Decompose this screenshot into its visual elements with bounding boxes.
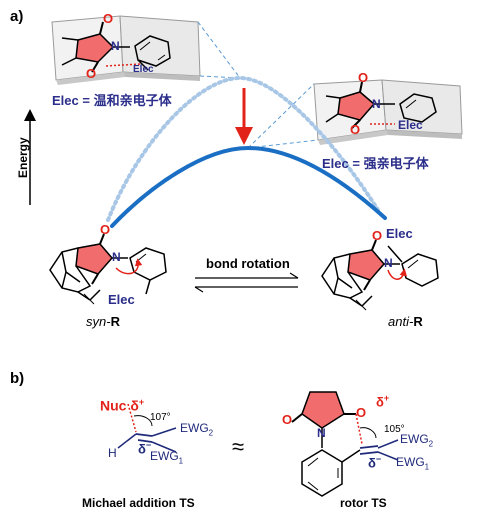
syn-ts-elec-label: Elec	[133, 64, 154, 75]
anti-r-label-dash: -	[408, 314, 414, 329]
panel-a-label: a)	[10, 8, 24, 25]
rotor-ts-structure	[291, 391, 399, 497]
syn-r-label: syn-R	[86, 314, 120, 329]
anti-ts-atom-o-top: O	[358, 70, 369, 85]
rotor-delta-minus-text: δ	[368, 455, 376, 471]
rotor-ewg1-text: EWG	[396, 455, 425, 469]
rotor-ewg2-label: EWG2	[400, 432, 433, 448]
weak-electrophile-barrier	[106, 75, 380, 222]
rotor-ewg2-text: EWG	[400, 432, 429, 446]
syn-ts-succinimide-ring	[75, 33, 115, 63]
anti-r-elec-label: Elec	[386, 226, 413, 241]
rotor-delta-plus-text: δ	[376, 394, 384, 410]
michael-angle-label: 107°	[150, 412, 171, 423]
michael-ewg2-sub: 2	[208, 428, 214, 438]
rotor-angle-label: 105°	[384, 424, 405, 435]
weak-caption-eq: =	[82, 93, 90, 108]
michael-delta-plus-sup: +	[138, 397, 145, 407]
michael-ewg2-label: EWG2	[180, 421, 213, 437]
anti-ts-elec-label: Elec	[398, 118, 423, 132]
strong-caption-text: 强亲电子体	[363, 156, 429, 171]
anti-r-molecule	[321, 239, 439, 311]
michael-h-label: H	[108, 446, 117, 460]
michael-delta-plus: δ	[130, 397, 139, 414]
anti-r-label: anti-R	[388, 314, 423, 329]
michael-ewg1-sub: 1	[178, 456, 184, 466]
syn-r-label-italic: syn	[86, 314, 107, 329]
strong-caption-eq: =	[352, 156, 360, 171]
equilibrium-arrows	[194, 272, 299, 293]
panel-b-graphics	[117, 391, 399, 497]
rotor-delta-plus-sup: +	[383, 393, 390, 403]
michael-delta-minus-sup: −	[145, 440, 152, 450]
anti-r-label-bold: R	[413, 314, 423, 329]
panel-b-label: b)	[10, 370, 25, 387]
michael-nuc-text: Nuc	[100, 397, 127, 414]
syn-r-label-dash: -	[106, 314, 111, 329]
syn-ts-atom-o-top: O	[103, 11, 114, 26]
syn-ts-atom-o-left: O	[86, 66, 97, 81]
energy-axis-label: Energy	[16, 137, 30, 178]
anti-r-atom-o: O	[372, 228, 383, 243]
rotor-caption: rotor TS	[340, 496, 387, 510]
syn-r-molecule	[49, 233, 167, 305]
syn-ts-atom-n: N	[111, 39, 120, 53]
rotor-delta-plus: δ+	[376, 393, 389, 409]
anti-ts-atom-n: N	[372, 97, 381, 111]
michael-ewg2-text: EWG	[180, 421, 209, 435]
syn-r-atom-o: O	[100, 222, 111, 237]
anti-ts-box	[313, 79, 463, 145]
michael-delta-minus: δ−	[138, 440, 151, 456]
rotor-delta-minus-sup: −	[375, 454, 382, 464]
rotor-atom-o-right: O	[356, 405, 367, 420]
anti-r-label-italic: anti	[388, 314, 409, 329]
syn-r-atom-n: N	[112, 250, 121, 264]
michael-ewg1-label: EWG1	[150, 449, 183, 465]
anti-r-atom-n: N	[384, 256, 393, 270]
bond-rotation-label: bond rotation	[206, 256, 290, 271]
strong-caption-prefix: Elec	[322, 156, 349, 171]
syn-r-label-bold: R	[110, 314, 120, 329]
anti-ts-phenyl-ring	[399, 93, 437, 123]
weak-electrophile-caption: Elec = 温和亲电子体	[52, 90, 172, 109]
weak-caption-prefix: Elec	[52, 93, 79, 108]
rotor-ewg2-sub: 2	[428, 439, 434, 449]
syn-r-elec-label: Elec	[108, 292, 135, 307]
panel-a-graphics	[24, 15, 463, 311]
guide-lines	[197, 21, 319, 149]
michael-delta-minus-text: δ	[138, 441, 146, 457]
rotor-atom-o-left: O	[282, 412, 293, 427]
michael-nuc-label: Nuc δ+	[100, 397, 144, 414]
syn-ts-box	[51, 15, 201, 85]
michael-ts-structure	[117, 403, 177, 453]
michael-ewg1-text: EWG	[150, 449, 179, 463]
rotor-delta-minus: δ−	[368, 454, 381, 470]
rotor-atom-n: N	[317, 426, 326, 440]
strong-electrophile-caption: Elec = 强亲电子体	[322, 153, 429, 172]
anti-ts-succinimide-ring	[337, 91, 376, 121]
michael-caption: Michael addition TS	[82, 496, 195, 510]
rotor-ewg1-label: EWG1	[396, 455, 429, 471]
rotor-ewg1-sub: 1	[424, 462, 430, 472]
approx-symbol: ≈	[232, 434, 245, 459]
weak-caption-text: 温和亲电子体	[93, 93, 172, 108]
strong-electrophile-barrier	[110, 145, 387, 228]
anti-ts-atom-o-left: O	[350, 122, 361, 137]
